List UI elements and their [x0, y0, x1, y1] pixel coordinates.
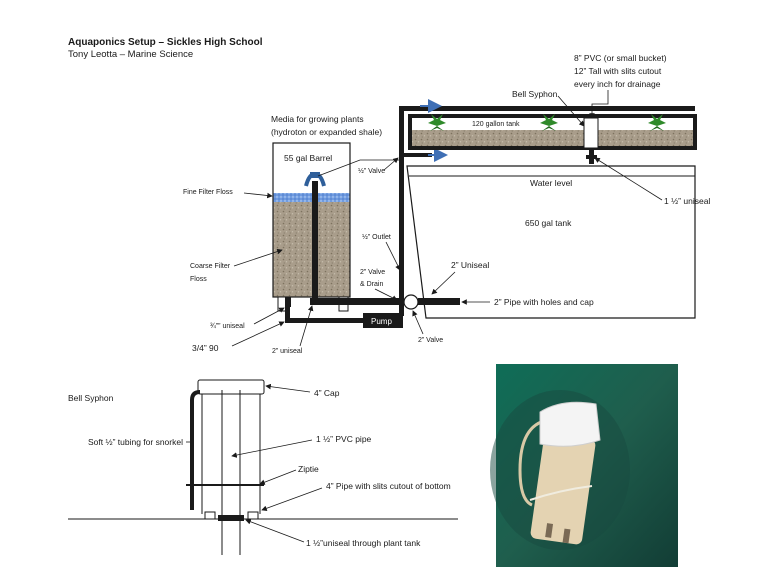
grow-bed-120-gal — [408, 114, 697, 164]
pvc-pipe-label: 1 ½” PVC pipe — [316, 434, 372, 444]
pump-label: Pump — [371, 317, 392, 326]
bell-detail-heading: Bell Syphon — [68, 393, 114, 403]
bell-syphon-label: Bell Syphon — [512, 89, 558, 99]
ninety-34-label: 3/4” 90 — [192, 343, 219, 353]
two-valve-label: 2” Valve — [418, 337, 443, 344]
bell-syphon-photo — [490, 364, 678, 567]
plant-icon — [428, 114, 446, 131]
tubing-label: Soft ½” tubing for snorkel — [88, 437, 183, 447]
media-label-1: Media for growing plants — [271, 114, 364, 124]
barrel-55-gal — [272, 142, 351, 312]
bell-syphon-detail: Bell Syphon — [68, 379, 458, 555]
plumbing — [285, 106, 695, 328]
two-valve-drain-label-2: & Drain — [360, 281, 383, 288]
plant-icon — [540, 114, 558, 131]
grow-tank-label: 120 gallon tank — [472, 121, 520, 128]
uniseal-1half-label: 1 ½” uniseal — [664, 196, 710, 206]
half-valve-label: ½” Valve — [358, 167, 385, 175]
spray-head-icon — [304, 171, 326, 187]
two-inch-valve-icon — [403, 294, 419, 310]
pvc-label-1: 8” PVC (or small bucket) — [574, 53, 667, 63]
plant-icon — [648, 114, 666, 131]
coarse-floss-layer — [273, 202, 350, 297]
main-tank-650-gal — [406, 165, 696, 319]
ziptie-label: Ziptie — [298, 464, 319, 474]
cap-label: 4” Cap — [314, 388, 340, 398]
coarse-filter-label-1: Coarse Filter — [190, 263, 231, 270]
media-label-2: (hydroton or expanded shale) — [271, 127, 382, 137]
pvc-label-2: 12” Tall with slits cutout — [574, 66, 662, 76]
uniseal-through-label: 1 ½”uniseal through plant tank — [306, 538, 421, 548]
main-tank-label: 650 gal tank — [525, 218, 572, 228]
barrel-label: 55 gal Barrel — [284, 153, 332, 163]
water-level-label: Water level — [530, 178, 572, 188]
page-title: Aquaponics Setup – Sickles High School — [68, 37, 263, 48]
pipe-holes-label: 2” Pipe with holes and cap — [494, 297, 594, 307]
two-uniseal-label: 2” Uniseal — [451, 260, 489, 270]
half-outlet-label: ½” Outlet — [362, 233, 391, 241]
two-valve-drain-label-1: 2” Valve — [360, 269, 385, 276]
fine-filter-label: Fine Filter Floss — [183, 189, 233, 196]
uniseal-34-label: ¾”” uniseal — [210, 323, 245, 330]
pump — [363, 313, 403, 328]
uniseal-2-label: 2” uniseal — [272, 348, 303, 355]
pvc-label-3: every inch for drainage — [574, 79, 661, 89]
author-line: Tony Leotta – Marine Science — [68, 49, 193, 60]
pipe4-label: 4” Pipe with slits cutout of bottom — [326, 481, 451, 491]
fine-floss-layer — [273, 193, 350, 202]
coarse-filter-label-2: Floss — [190, 276, 207, 283]
